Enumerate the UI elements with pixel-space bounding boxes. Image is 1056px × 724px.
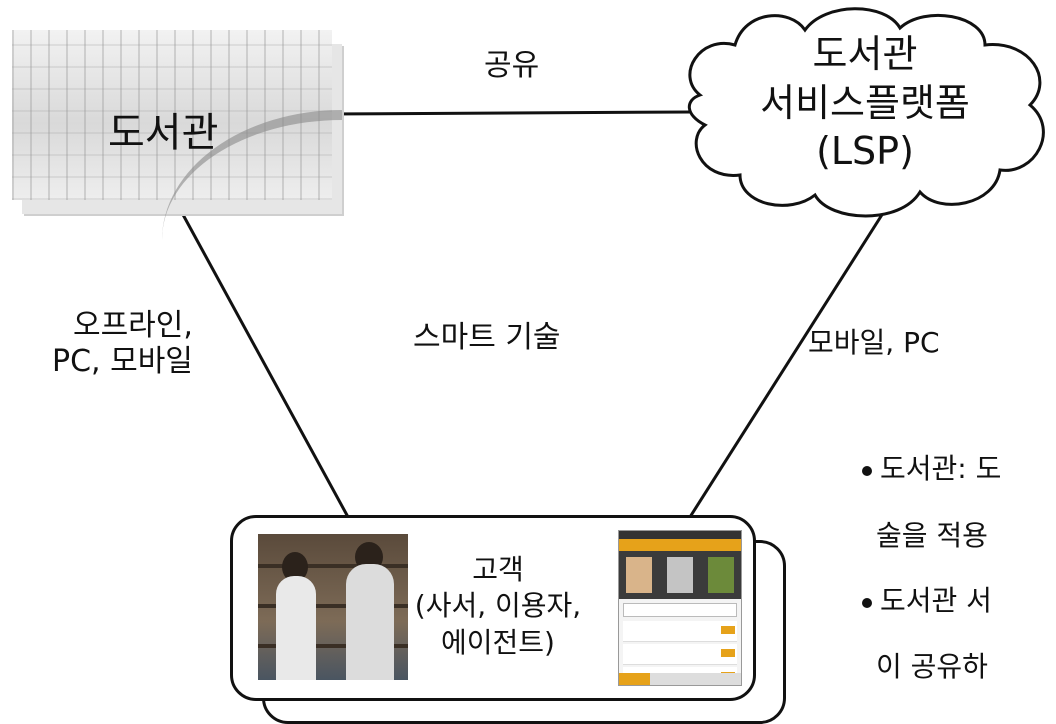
edge-label-share: 공유 — [484, 48, 540, 83]
platform-line: 도서관 — [812, 32, 918, 76]
edge-platform-customer — [688, 209, 887, 518]
edge-label-mobile-pc: 모바일, PC — [808, 326, 940, 359]
customer-line: 고객 — [472, 553, 524, 586]
library-label: 도서관 — [108, 110, 219, 156]
edge-label-offline: 오프라인, PC, 모바일 — [52, 308, 193, 380]
platform-line: (LSP) — [816, 129, 914, 174]
note-line: 이 공유하 — [876, 650, 988, 683]
edge-label-line: 오프라인, — [72, 308, 193, 343]
note-bullet — [862, 466, 872, 476]
note-line: 도서관: 도 — [880, 452, 1002, 485]
customer-line: (사서, 이용자, — [414, 589, 582, 623]
edge-library-customer — [173, 199, 350, 518]
note-line: 도서관 서 — [880, 584, 992, 617]
library-staff-photo — [258, 534, 408, 680]
platform-line: 서비스플랫폼 — [760, 80, 970, 125]
center-label: 스마트 기술 — [413, 320, 561, 355]
platform-label: 도서관 서비스플랫폼 (LSP) — [700, 30, 1030, 176]
mobile-app-screenshot — [618, 530, 742, 686]
platform-cloud — [687, 7, 1045, 218]
library-building-photo — [12, 30, 342, 200]
customer-box: 고객 (사서, 이용자, 에이전트) — [230, 515, 756, 701]
edge-library-platform — [324, 110, 693, 116]
customer-label: 고객 (사서, 이용자, 에이전트) — [403, 552, 593, 661]
note-bullet — [862, 598, 872, 608]
customer-line: 에이전트) — [441, 625, 555, 659]
edge-label-line: PC, 모바일 — [52, 344, 193, 379]
note-line: 술을 적용 — [876, 519, 988, 552]
